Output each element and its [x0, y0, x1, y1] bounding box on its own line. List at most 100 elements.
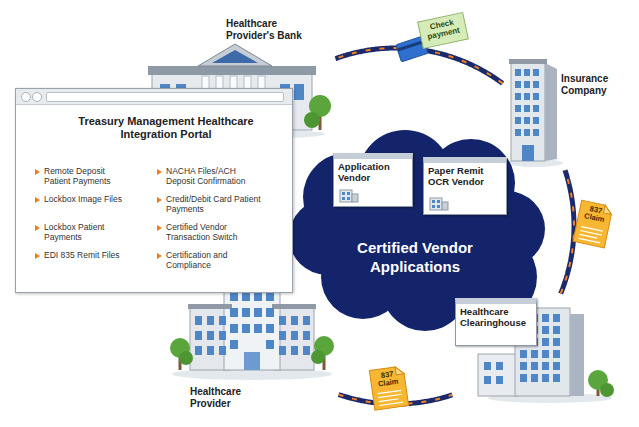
clearinghouse-building	[553, 338, 560, 346]
portal-item: Certification and Compliance	[166, 251, 261, 271]
nav-button	[21, 92, 31, 102]
clearinghouse-building	[496, 362, 503, 370]
clearinghouse-building	[531, 362, 538, 370]
portal-window: Treasury Management Healthcare Integrati…	[15, 88, 293, 293]
hospital-building	[195, 331, 202, 340]
hospital-building	[179, 351, 193, 365]
hospital-building	[224, 284, 280, 370]
clearinghouse-building	[478, 354, 518, 396]
insurance-building	[515, 69, 521, 76]
hospital-building	[291, 316, 298, 325]
clearinghouse-building	[531, 374, 538, 382]
node-label: Healthcare Provider	[190, 386, 280, 409]
check-document	[418, 13, 469, 49]
claim-document	[573, 200, 613, 248]
hospital-building	[242, 308, 250, 317]
vendor-icon	[437, 200, 440, 203]
hospital-building	[266, 308, 274, 317]
insurance-building	[524, 117, 530, 124]
bullet-arrow	[157, 197, 162, 203]
portal-item: EDI 835 Remit Files	[44, 251, 124, 261]
clearinghouse-building	[496, 376, 503, 384]
claim-document	[573, 200, 613, 248]
clearinghouse-building	[553, 374, 560, 382]
hospital-building	[279, 316, 286, 325]
bank-building	[198, 44, 272, 66]
window-label: Healthcare Clearinghouse	[460, 307, 532, 329]
insurance-building	[524, 69, 530, 76]
vendor-icon	[342, 192, 345, 195]
portal-title: Treasury Management Healthcare Integrati…	[61, 115, 271, 140]
bullet-arrow	[157, 169, 162, 175]
hospital-building	[266, 340, 274, 349]
insurance-building	[515, 129, 521, 136]
insurance-building	[515, 117, 521, 124]
clearinghouse-building	[520, 362, 527, 370]
insurance-building	[511, 63, 545, 161]
hospital-building	[266, 324, 274, 333]
ring-dashes	[561, 170, 574, 294]
bank-building	[148, 66, 316, 75]
hospital-building	[219, 331, 226, 340]
insurance-building	[524, 81, 530, 88]
clearinghouse-building	[542, 374, 549, 382]
vendor-window: Application Vendor	[333, 153, 413, 207]
hospital-building	[303, 331, 310, 340]
hospital-building	[230, 292, 238, 301]
insurance-building	[515, 93, 521, 100]
vendor-icon	[430, 198, 442, 210]
document-label: 837 Claim	[573, 200, 613, 248]
hospital-building	[254, 324, 262, 333]
claim-document	[579, 227, 603, 243]
insurance-building	[509, 59, 547, 64]
vendor-icon	[432, 200, 435, 203]
ring-connector	[561, 170, 574, 294]
hospital-building	[242, 324, 250, 333]
node-label: Healthcare Provider's Bank	[226, 18, 310, 41]
vendor-icon	[429, 195, 449, 211]
vendor-icon	[437, 205, 440, 208]
hospital-building	[266, 292, 274, 301]
vendor-icon	[347, 192, 350, 195]
insurance-building	[515, 81, 521, 88]
bullet-arrow	[35, 253, 40, 259]
hospital-building	[195, 346, 202, 355]
hospital-building	[254, 308, 262, 317]
cloud-title: Certified Vendor Applications	[325, 239, 505, 277]
nav-button	[32, 92, 42, 102]
insurance-building	[515, 105, 521, 112]
bank-building	[294, 84, 304, 100]
check-document	[418, 13, 469, 49]
hospital-building	[195, 292, 310, 355]
clearinghouse-building	[484, 376, 491, 384]
claim-document	[369, 366, 408, 410]
insurance-building	[515, 69, 539, 161]
address-bar	[46, 92, 284, 102]
hospital-building	[207, 331, 214, 340]
clearinghouse-building	[520, 374, 527, 382]
bullet-arrow	[35, 197, 40, 203]
bullet-arrow	[35, 225, 40, 231]
bullet-arrow	[35, 169, 40, 175]
bank-building	[304, 112, 320, 128]
hospital-building	[254, 292, 262, 301]
vendor-icon	[339, 187, 359, 203]
clearinghouse-building	[542, 350, 549, 358]
hospital-building	[230, 340, 238, 349]
clearinghouse-building	[553, 362, 560, 370]
hospital-building	[303, 316, 310, 325]
vendor-icon	[432, 205, 435, 208]
hospital-building	[195, 316, 202, 325]
hospital-building	[244, 352, 260, 370]
claim-document	[395, 366, 404, 375]
window-label: Application Vendor	[338, 162, 408, 184]
hospital-building	[219, 316, 226, 325]
clearinghouse-building	[542, 326, 549, 334]
clearinghouse-building	[542, 362, 549, 370]
clearinghouse-building	[542, 314, 549, 322]
portal-item: Certified Vendor Transaction Switch	[166, 223, 261, 243]
vendor-icon	[340, 190, 352, 202]
hospital-building	[219, 346, 226, 355]
bullet-arrow	[157, 253, 162, 259]
